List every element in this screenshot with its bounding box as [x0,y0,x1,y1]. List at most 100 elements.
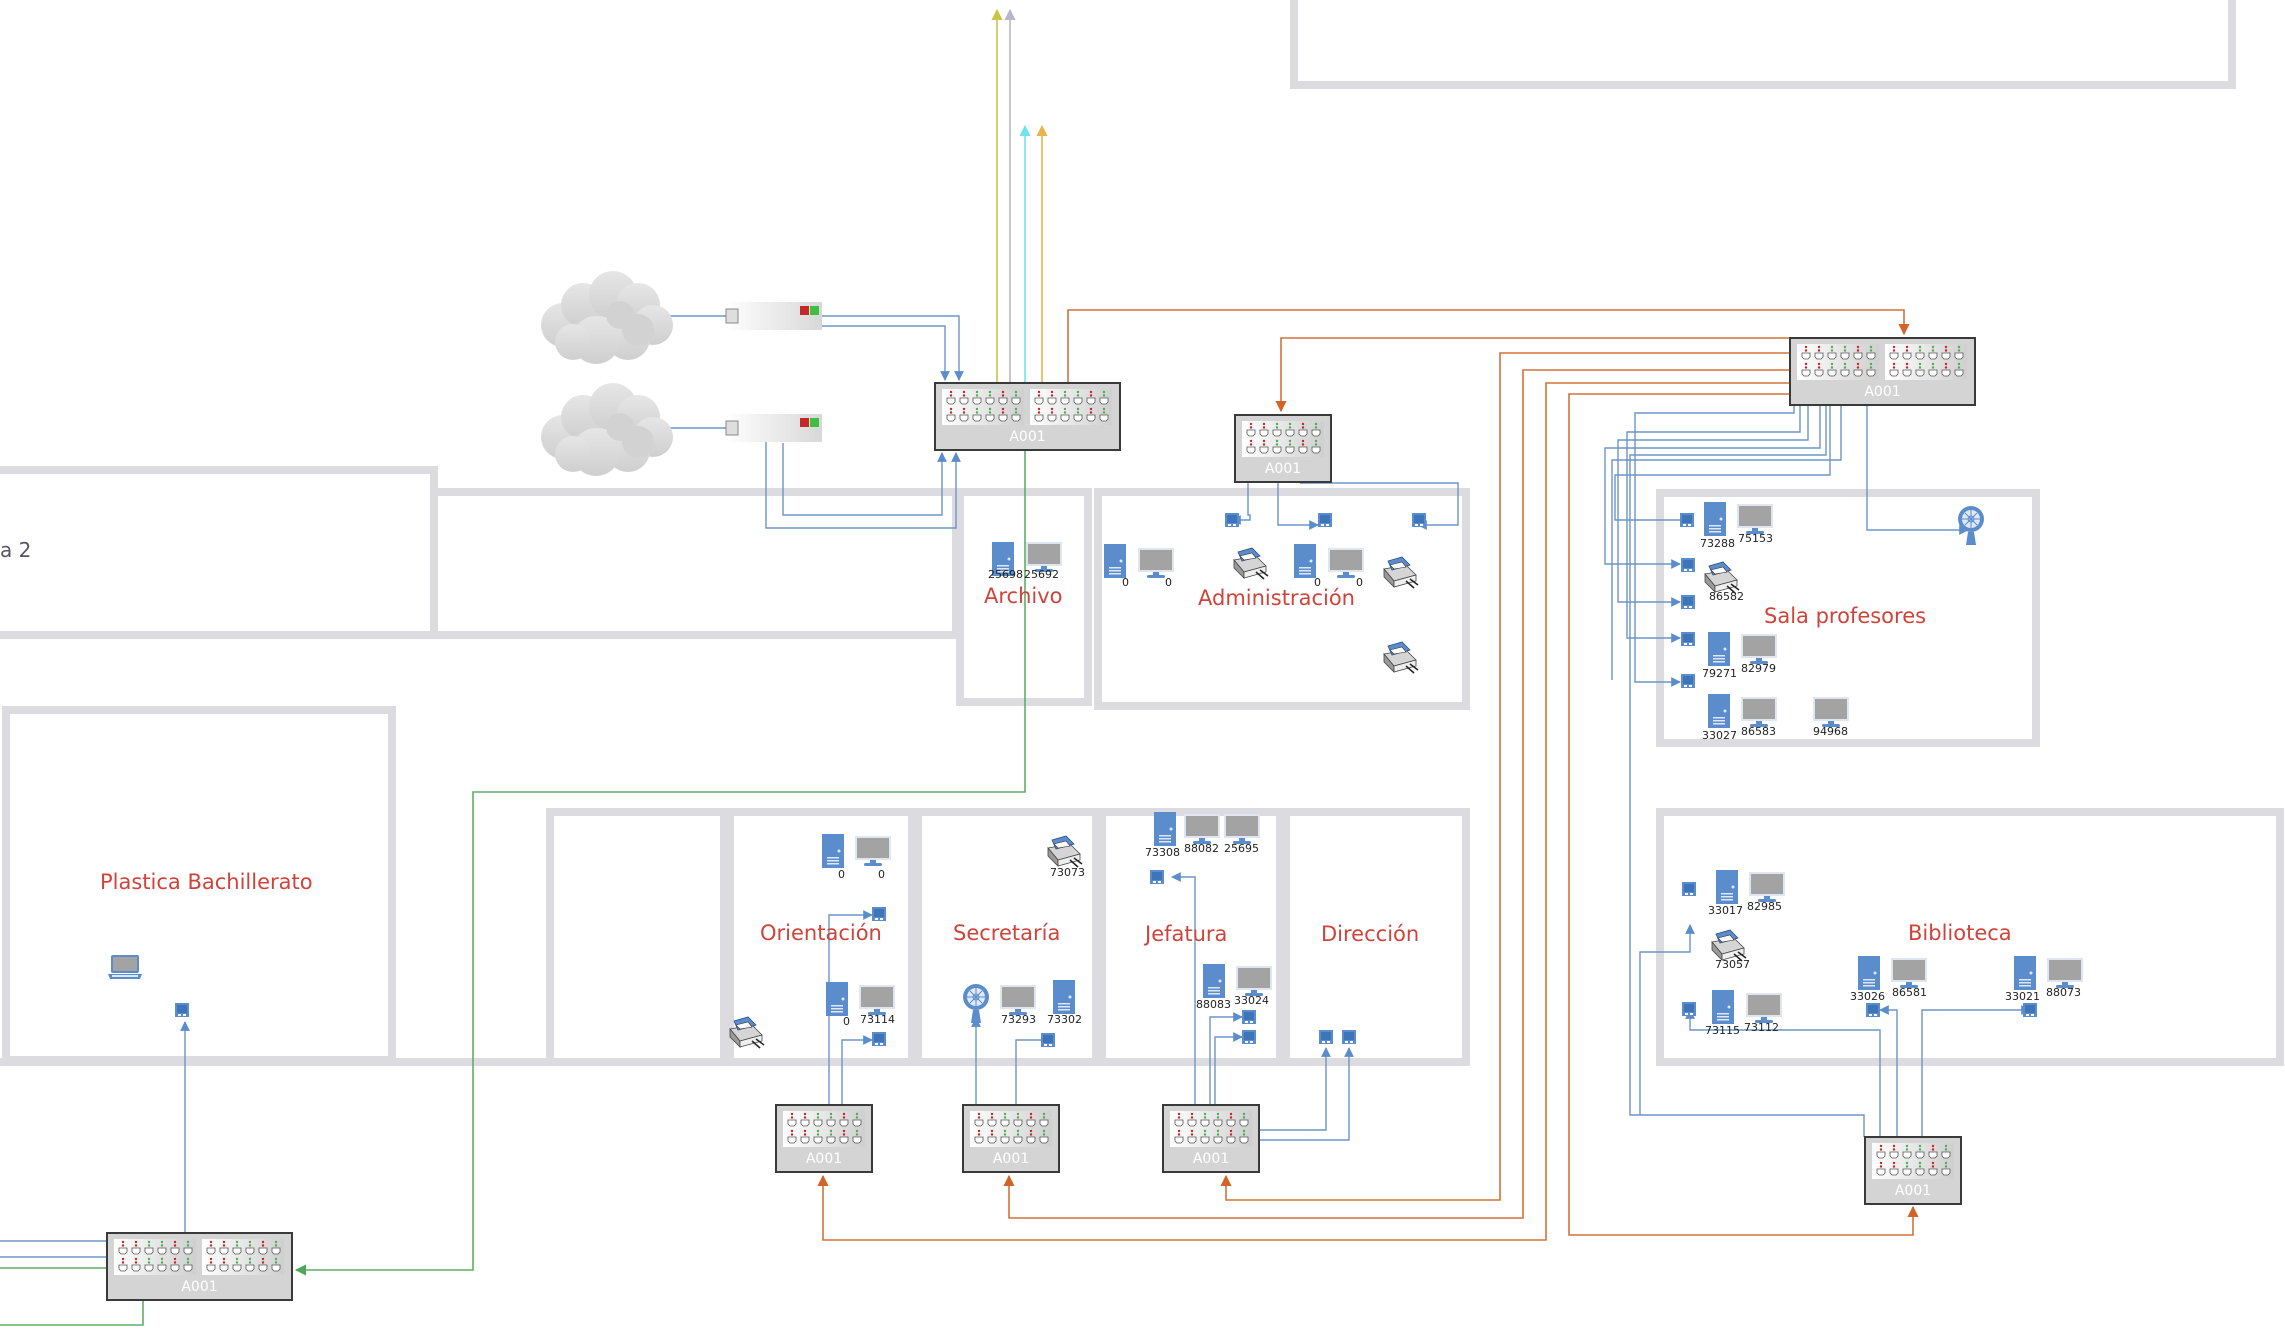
switch-orientacion: A001 [775,1104,873,1173]
biblioteca-pc-2-icon-id: 73115 [1705,1024,1740,1037]
admin-jack-1-icon [1225,513,1239,527]
sala-pc-1-icon-id: 73288 [1700,537,1735,550]
uplinks [991,8,1048,383]
biblioteca-jack-1-icon [1682,882,1696,896]
archivo-monitor-icon-id: 25692 [1024,568,1059,581]
internet-cloud-2 [541,383,673,476]
room-orientacion-label: Orientación [760,921,882,945]
sala-pc-1-icon [1704,502,1726,536]
room-administracion-label: Administración [1198,586,1355,610]
sala-jack-5-icon [1681,674,1695,688]
room-archivo-label: Archivo [984,584,1063,608]
secretaria-monitor-icon-id: 73293 [1001,1013,1036,1026]
biblioteca-monitor-4-icon [2047,958,2083,988]
biblioteca-monitor-1-icon-id: 82985 [1747,900,1782,913]
internet-cloud-1 [541,271,673,364]
trunk-topright-to-biblioteca [1568,393,1919,1236]
secretaria-printer-icon [1047,835,1083,868]
trunk-main-to-bottomleft [294,450,1026,1276]
jefatura-jack-3-icon [1242,1030,1256,1044]
sala-pc-3-icon [1708,694,1730,728]
biblioteca-monitor-2-icon [1746,993,1782,1023]
biblioteca-printer-icon [1711,929,1747,962]
sala-monitor-4-icon-id: 94968 [1813,725,1848,738]
biblioteca-pc-2-icon [1712,990,1734,1024]
jefatura-jack-2-icon [1242,1010,1256,1024]
biblioteca-pc-1-icon [1716,870,1738,904]
trunk-topright-to-orientacion [817,382,1790,1241]
room-sala-profesores-wall [1656,489,2040,747]
direccion-jack-2-icon [1342,1030,1356,1044]
sala-jack-1-icon [1680,513,1694,527]
sala-pc-2-icon [1708,632,1730,666]
jefatura-monitor-2-icon-id: 25695 [1224,842,1259,855]
orientacion-monitor-1-icon [855,836,891,866]
biblioteca-jack-2-icon [1682,1002,1696,1016]
jefatura-pc-2-icon [1203,964,1225,998]
jefatura-pc-1-icon [1154,812,1176,846]
biblioteca-jack-3-icon [1866,1003,1880,1017]
orientacion-pc-1-icon [822,834,844,868]
switch-label: A001 [1009,429,1045,445]
switch-label: A001 [1265,461,1301,477]
biblioteca-pc-3-icon [1858,956,1880,990]
sala-printer-icon [1704,561,1740,594]
orientacion-pc-2-icon-id: 0 [843,1015,850,1028]
admin-jack-2-icon [1318,513,1332,527]
switch-label: A001 [993,1151,1029,1167]
admin-monitor-2-icon [1328,548,1364,578]
switch-bottom-left: A001 [106,1232,293,1301]
sala-jack-2-icon [1681,558,1695,572]
secretaria-pc-icon [1053,980,1075,1014]
orientacion-jack-2-icon [872,1032,886,1046]
sala-access-point-icon [1957,505,1985,545]
secretaria-pc-icon-id: 73302 [1047,1013,1082,1026]
biblioteca-monitor-3-icon [1891,958,1927,988]
room-biblioteca-label: Biblioteca [1908,921,2012,945]
switch-jefatura: A001 [1162,1104,1260,1173]
sala-monitor-2-icon [1741,634,1777,664]
jefatura-pc-2-icon-id: 88083 [1196,998,1231,1011]
orientacion-jack-1-icon [872,907,886,921]
room-sala-profesores-label: Sala profesores [1764,604,1927,628]
switch-main: A001 [934,382,1121,451]
room-administracion-wall [1094,488,1470,710]
admin-pc-2-icon-id: 0 [1314,576,1321,589]
switch-label: A001 [806,1151,842,1167]
router-2 [725,414,822,442]
sala-jack-3-icon [1681,595,1695,609]
sala-monitor-3-icon [1741,697,1777,727]
sala-monitor-1-icon-id: 75153 [1738,532,1773,545]
admin-jack-3-icon [1412,513,1426,527]
sala-monitor-4-icon [1813,697,1849,727]
biblioteca-monitor-2-icon-id: 73112 [1744,1021,1779,1034]
lan-links [0,311,2031,1258]
biblioteca-pc-3-icon-id: 33026 [1850,990,1885,1003]
archivo-pc-icon-id: 25698 [988,568,1023,581]
direccion-jack-1-icon [1319,1030,1333,1044]
jefatura-jack-1-icon [1150,870,1164,884]
room-plastica-label: Plastica Bachillerato [100,870,313,894]
admin-monitor-1-icon [1138,548,1174,578]
sala-jack-4-icon [1681,632,1695,646]
room-biblioteca-wall [1656,808,2284,1066]
jefatura-monitor-1-icon-id: 88082 [1184,842,1219,855]
switch-secretaria: A001 [962,1104,1060,1173]
switch-label: A001 [181,1279,217,1295]
walls [0,0,2284,1066]
secretaria-access-point-icon [962,983,990,1023]
sala-printer-icon-id: 86582 [1709,590,1744,603]
room-top-right-wall [1290,0,2236,89]
switch-label: A001 [1864,384,1900,400]
biblioteca-monitor-4-icon-id: 88073 [2046,986,2081,999]
secretaria-jack-icon [1041,1033,1055,1047]
room-empty-wall [546,808,728,1066]
admin-pc-1-icon-id: 0 [1122,576,1129,589]
trunk-topright-to-admin [1275,337,1790,413]
orientacion-pc-1-icon-id: 0 [838,868,845,881]
secretaria-monitor-icon [1000,985,1036,1015]
switch-biblioteca: A001 [1864,1136,1962,1205]
trunk-topright-to-jefatura [1220,352,1790,1201]
